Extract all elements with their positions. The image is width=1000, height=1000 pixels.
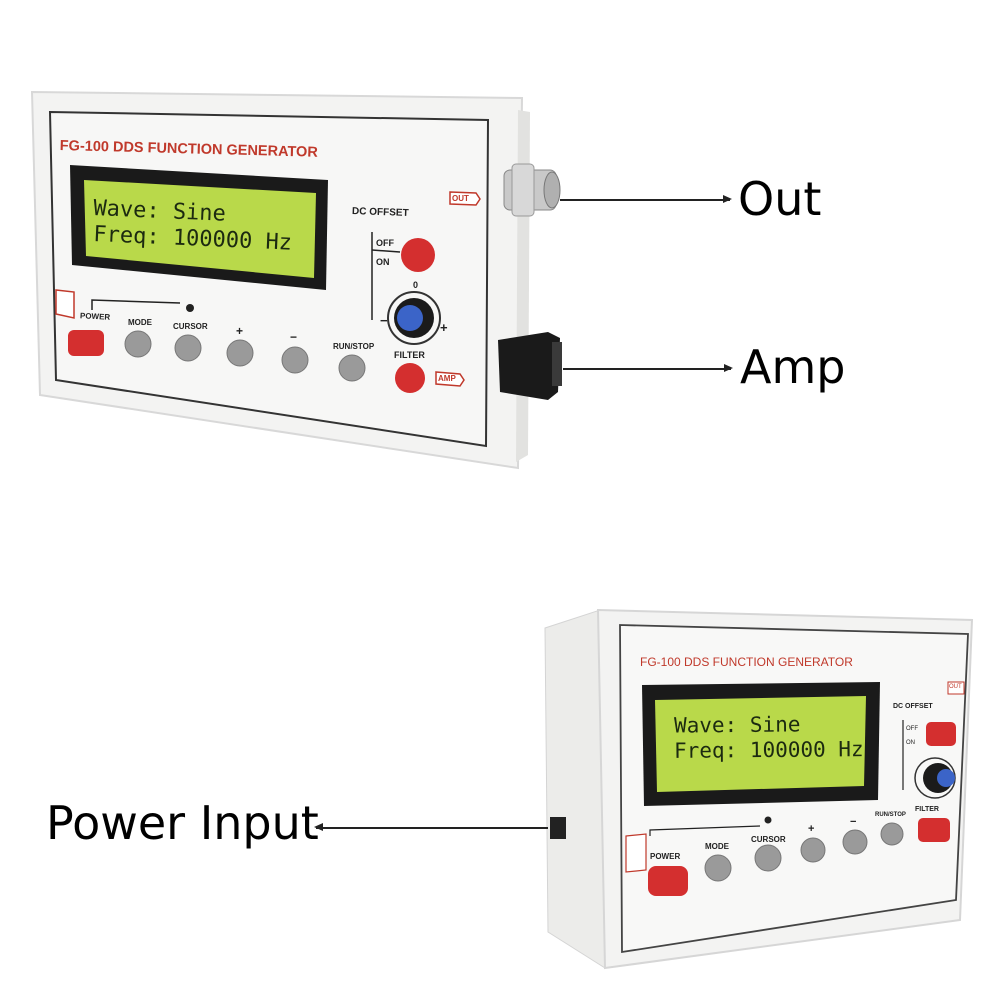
power-input-callout-label: Power Input (46, 796, 319, 850)
top-out-label: OUT (452, 194, 469, 203)
bottom-logo-icon (625, 833, 647, 873)
top-off-label: OFF (376, 238, 394, 248)
dc-offset-button[interactable] (401, 238, 435, 272)
top-device-side (516, 110, 530, 462)
bottom-dc-offset-button[interactable] (926, 722, 956, 746)
bottom-power-led (764, 816, 772, 824)
bottom-power-button[interactable] (648, 866, 688, 896)
bottom-power-label: POWER (650, 852, 681, 861)
amp-callout-line (563, 365, 733, 371)
bnc-connector-icon (503, 163, 561, 217)
top-knob-zero: 0 (413, 280, 419, 290)
top-power-button[interactable] (68, 330, 104, 356)
power-input-callout-line (314, 824, 548, 830)
bottom-out-label: OUT (949, 684, 962, 690)
amp-callout-label: Amp (740, 340, 846, 394)
bottom-off-label: OFF (906, 726, 918, 732)
bottom-device-side (544, 609, 606, 969)
bottom-lcd-screen (655, 696, 866, 792)
bottom-cursor-label: CURSOR (751, 835, 786, 844)
top-minus-button[interactable] (281, 346, 309, 374)
out-callout-line (560, 196, 732, 202)
bottom-mode-button[interactable] (704, 854, 732, 882)
top-plus-label: + (236, 324, 244, 338)
top-knob-minus: − (380, 313, 388, 328)
top-minus-label: − (290, 330, 298, 344)
bottom-runstop-button[interactable] (880, 822, 904, 846)
top-knob-ring (387, 291, 441, 345)
bottom-minus-label: − (850, 816, 857, 828)
top-filter-button[interactable] (395, 363, 425, 393)
top-runstop-button[interactable] (338, 354, 366, 382)
dc-icon (55, 289, 75, 319)
top-amp-label: AMP (438, 374, 456, 383)
bottom-filter-label: FILTER (915, 806, 939, 813)
top-dc-offset-label: DC OFFSET (351, 206, 409, 219)
power-led (186, 304, 194, 312)
bottom-mode-label: MODE (705, 842, 729, 851)
amp-connector-icon (498, 332, 562, 400)
bottom-cursor-button[interactable] (754, 844, 782, 872)
power-jack-icon (550, 817, 566, 839)
bottom-minus-button[interactable] (842, 829, 868, 855)
bottom-dc-offset-label: DC OFFSET (893, 703, 933, 710)
bottom-lcd-line2: Freq: 100000 Hz (673, 737, 864, 763)
top-amp-tag (435, 371, 465, 387)
top-filter-label: FILTER (394, 350, 425, 360)
top-knob-plus: + (440, 320, 448, 335)
out-callout-label: Out (738, 172, 822, 226)
bottom-device-title: FG-100 DDS FUNCTION GENERATOR (640, 655, 853, 669)
bottom-out-tag (947, 681, 965, 695)
top-on-label: ON (376, 257, 390, 267)
bottom-on-label: ON (906, 740, 915, 746)
top-cursor-button[interactable] (174, 334, 202, 362)
bottom-lcd-line1: Wave: Sine (673, 712, 801, 738)
top-mode-button[interactable] (124, 330, 152, 358)
top-mode-label: MODE (128, 318, 152, 327)
top-runstop-label: RUN/STOP (333, 342, 375, 351)
bottom-plus-button[interactable] (800, 837, 826, 863)
top-power-label: POWER (79, 311, 111, 322)
bottom-filter-button[interactable] (918, 818, 950, 842)
bottom-plus-label: + (808, 823, 815, 835)
bottom-runstop-label: RUN/STOP (875, 812, 906, 818)
top-plus-button[interactable] (226, 339, 254, 367)
top-cursor-label: CURSOR (173, 322, 208, 331)
top-lcd-screen (84, 180, 316, 278)
top-out-tag (449, 191, 481, 206)
